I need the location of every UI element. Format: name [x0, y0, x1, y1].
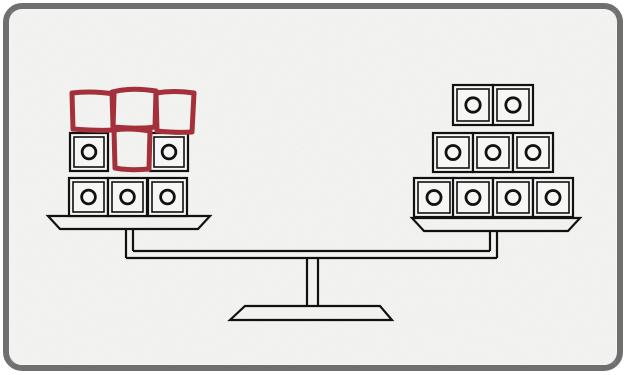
- left-block: [148, 178, 187, 216]
- right-block: [473, 133, 513, 172]
- left-block: [69, 178, 108, 216]
- right-block: [533, 178, 573, 217]
- right-block: [453, 85, 493, 125]
- right-block: [414, 178, 454, 217]
- right-block: [493, 178, 533, 217]
- right-block: [513, 133, 553, 172]
- right-block: [453, 178, 493, 217]
- right-block: [493, 85, 533, 125]
- left-block: [150, 133, 188, 171]
- left-block: [70, 133, 108, 171]
- right-block: [433, 133, 473, 172]
- left-block: [108, 178, 147, 216]
